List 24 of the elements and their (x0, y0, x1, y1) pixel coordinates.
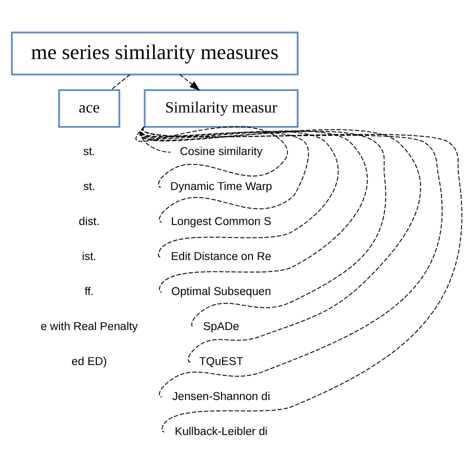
label: dist. (78, 216, 100, 228)
connector (140, 126, 421, 362)
node-text: TQuEST (199, 356, 244, 368)
node-text: Optimal Subsequen (171, 286, 272, 298)
connector (136, 126, 288, 188)
node-text: Dynamic Time Warp (170, 181, 272, 194)
arrow (179, 74, 200, 91)
connector (110, 74, 130, 90)
node-text: Edit Distance on Re (170, 251, 272, 264)
connector (144, 126, 462, 432)
label: st. (83, 146, 96, 158)
label: ed ED) (72, 356, 107, 368)
node-text: Kullback-Leibler di (174, 426, 268, 438)
label: st. (83, 181, 96, 194)
label: e with Real Penalty (40, 320, 138, 333)
node-box: ace (58, 89, 120, 128)
label: ist. (82, 251, 96, 264)
label: ff. (84, 286, 94, 298)
node-text: Jensen-Shannon di (172, 390, 270, 403)
node-text: SpADe (203, 320, 240, 333)
node-box: Similarity measur (144, 89, 299, 128)
node-text: Longest Common S (170, 216, 272, 228)
node-text: Cosine similarity (180, 146, 263, 158)
node-box: me series similarity measures (11, 32, 299, 76)
